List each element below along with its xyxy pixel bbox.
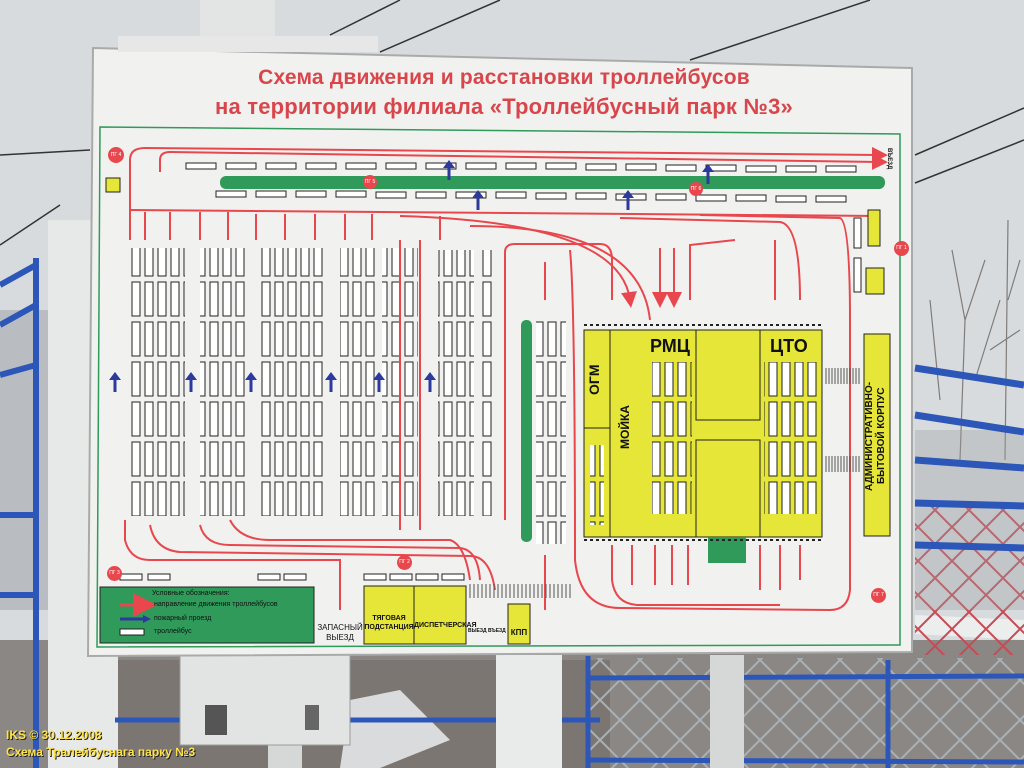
trees (929, 219, 1021, 461)
substation-building (363, 585, 415, 645)
legend-heading: Условные обозначения: (152, 590, 230, 597)
crossings (469, 368, 860, 598)
hydrant-marker: ПГ 7 (871, 588, 886, 603)
hydrant-marker: ПГ 5 (363, 175, 377, 189)
blue-fence-right (914, 364, 1024, 552)
spare-exit-line-1: ЗАПАСНЫЙ (317, 623, 363, 632)
kpp-building (507, 603, 531, 645)
blue-fence-left (0, 258, 39, 768)
hydrant-marker: ПГ 6 (689, 182, 703, 196)
photo-caption-line-1: IKS © 30.12.2008 (6, 728, 102, 742)
hydrant-marker: ПГ 4 (108, 147, 124, 163)
top-trolley-rows (185, 162, 857, 203)
spare-exit-line-2: ВЫЕЗД (326, 633, 354, 642)
label-rmc: РМЦ (650, 336, 690, 356)
hydrant-marker: ПГ 1 (894, 241, 909, 256)
label-spare-exit: ЗАПАСНЫЙ ВЫЕЗД (316, 623, 364, 643)
fire-arrows (109, 160, 714, 392)
bottom-trolleys (119, 573, 465, 581)
overhead-wires (0, 0, 1024, 246)
label-moika: МОЙКА (618, 405, 632, 449)
pole-top (200, 0, 275, 38)
admin-line-1: АДМИНИСТРАТИВНО- (864, 381, 875, 491)
label-entry-small: ВЪЕЗД (488, 628, 506, 634)
label-admin-building: АДМИНИСТРАТИВНО- БЫТОВОЙ КОРПУС (864, 350, 890, 522)
hydrant-marker: ПГ 2 (397, 555, 412, 570)
label-cto: ЦТО (770, 336, 808, 356)
substation-line-2: ПОДСТАНЦИЯ (364, 624, 414, 631)
hydrant-marker: ПГ 3 (107, 566, 122, 581)
route-lines (124, 146, 888, 612)
label-kpp: КПП (510, 628, 528, 637)
label-substation: ТЯГОВАЯ ПОДСТАНЦИЯ (364, 614, 414, 632)
red-fence (915, 505, 1024, 655)
label-ogm: ОГМ (586, 364, 602, 396)
sign-title-line-1: Схема движения и расстановки троллейбусо… (258, 66, 750, 89)
sign-post-right (710, 655, 744, 768)
admin-line-2: БЫТОВОЙ КОРПУС (876, 387, 887, 485)
green-track-top (220, 176, 885, 189)
dispatch-building (413, 585, 467, 645)
green-track-middle (521, 320, 532, 542)
legend-box-label: троллейбус (154, 628, 192, 635)
label-entry-right: ВЪЕЗД (886, 148, 892, 170)
repair-buildings (583, 324, 823, 563)
admin-building (863, 333, 891, 537)
legend-blue-arrow: пожарный проезд (154, 615, 212, 622)
photo-caption-line-2: Схема Тралейбуснага парку №3 (6, 745, 196, 759)
legend-red-arrow: направление движения троллейбусов (154, 601, 278, 608)
substation-line-1: ТЯГОВАЯ (372, 615, 406, 622)
label-exit-small: ВЫЕЗД (468, 628, 487, 634)
label-dispatch: ДИСПЕТЧЕРСКАЯ (414, 622, 477, 629)
sign-title-line-2: на территории филиала «Троллейбусный пар… (214, 94, 793, 119)
